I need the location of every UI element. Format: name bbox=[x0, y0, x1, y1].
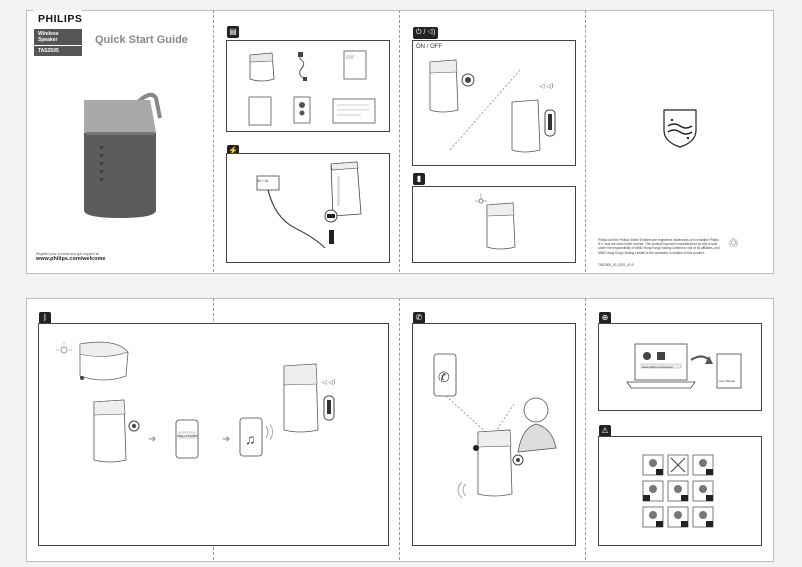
guide-title: Quick Start Guide bbox=[95, 34, 188, 46]
safety-panel bbox=[598, 436, 762, 546]
leaflet-icon bbox=[293, 96, 311, 124]
model-number: TAS2505 bbox=[34, 46, 82, 56]
svg-text:♫: ♫ bbox=[245, 431, 256, 447]
brand-logo: PHILIPS bbox=[38, 13, 83, 25]
document-id: TAS2505_00_QSG_V1.0 bbox=[598, 263, 634, 267]
recycle-icon: ♲ bbox=[728, 236, 739, 250]
bluetooth-icon: ᛒ bbox=[39, 312, 51, 324]
philips-shield-icon bbox=[663, 109, 697, 148]
bt-device-name: Philips TAS2505 bbox=[177, 434, 198, 438]
manual-icon bbox=[248, 96, 272, 126]
charging-panel: 5V⎓1A bbox=[226, 153, 390, 263]
fold-line bbox=[585, 298, 586, 560]
online-manual-panel: www.philips.com/support User Manual bbox=[598, 323, 762, 411]
battery-icon: ▮ bbox=[413, 173, 425, 185]
svg-text:➜: ➜ bbox=[222, 434, 230, 445]
bluetooth-pairing-illustration: ➜ ➜ ♫ ◁ ◁) bbox=[56, 341, 335, 463]
globe-icon: ⊕ bbox=[599, 312, 611, 324]
cover-brand-block: PHILIPS Wireless Speaker TAS2505 bbox=[34, 10, 82, 56]
fold-line bbox=[399, 298, 400, 560]
user-manual-label: User Manual bbox=[719, 379, 735, 383]
phone-call-illustration: ✆ bbox=[433, 353, 557, 499]
warning-icon: ⚠ bbox=[599, 425, 611, 437]
back-brand: PHILIPS bbox=[671, 104, 691, 109]
svg-text:◁ ◁): ◁ ◁) bbox=[322, 379, 335, 386]
fold-line bbox=[585, 10, 586, 272]
speaker-icon bbox=[249, 52, 275, 82]
charge-rating: 5V⎓1A bbox=[257, 179, 269, 183]
support-address: www.philips.com/support bbox=[642, 365, 673, 369]
support-url[interactable]: www.philips.com/welcome bbox=[36, 256, 106, 262]
safety-pictograms bbox=[642, 454, 714, 528]
battery-panel bbox=[412, 186, 576, 263]
box-contents-panel bbox=[226, 40, 390, 132]
warranty-card-icon bbox=[332, 98, 376, 124]
usb-cable-icon bbox=[298, 52, 307, 81]
on-off-label: ON / OFF bbox=[416, 44, 442, 50]
charging-illustration bbox=[256, 161, 362, 249]
svg-text:➜: ➜ bbox=[148, 434, 156, 445]
power-on-illustration: ◁ ◁) bbox=[429, 59, 556, 153]
legal-text: Philips and the Philips Shield Emblem ar… bbox=[598, 238, 720, 255]
svg-text:✆: ✆ bbox=[438, 369, 450, 385]
power-icon: ⏻ / ◁) bbox=[413, 27, 439, 39]
box-icon bbox=[343, 50, 367, 80]
fold-line bbox=[213, 10, 214, 272]
box-contents-icon: ▤ bbox=[227, 26, 239, 38]
fold-line bbox=[399, 10, 400, 272]
battery-illustration bbox=[475, 193, 516, 250]
product-name: Wireless Speaker bbox=[34, 29, 82, 45]
register-text: Register your product and get support at bbox=[36, 252, 99, 256]
phone-icon: ✆ bbox=[413, 312, 425, 324]
speaker-product-photo bbox=[84, 92, 162, 218]
svg-text:◁ ◁): ◁ ◁) bbox=[540, 83, 553, 90]
online-manual-illustration bbox=[626, 343, 742, 389]
